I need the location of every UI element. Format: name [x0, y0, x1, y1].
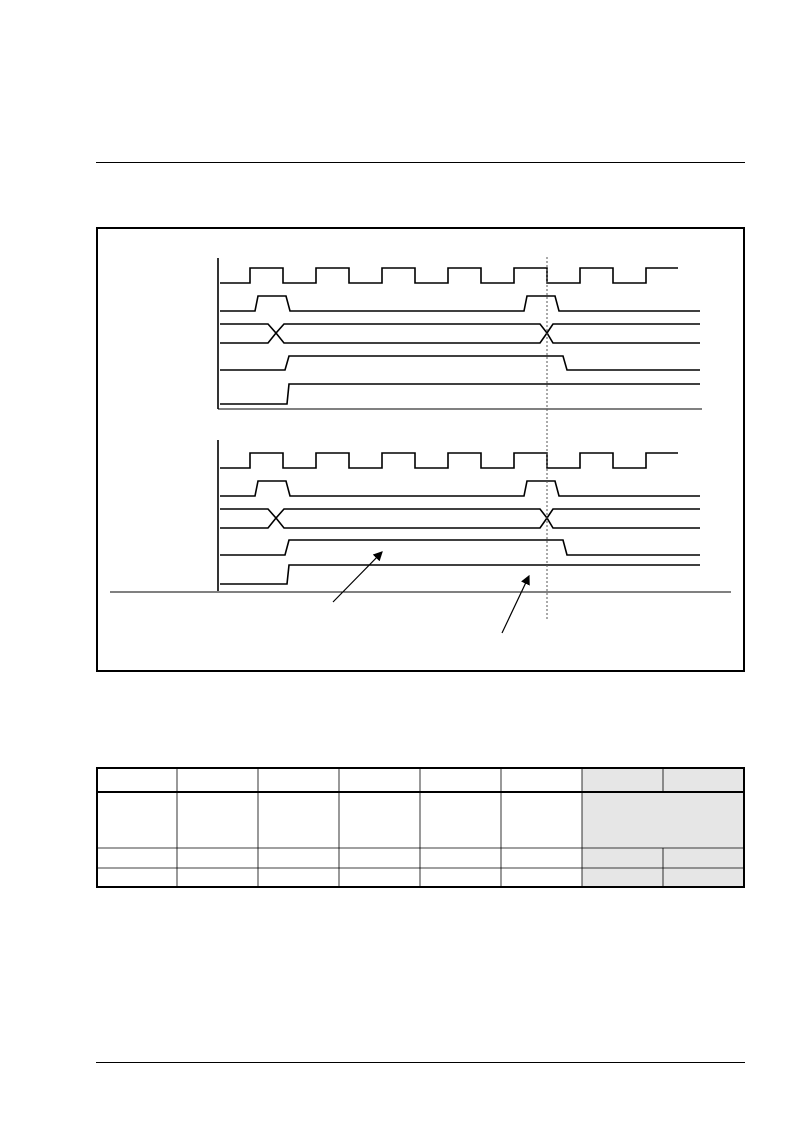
step-signal — [220, 564, 700, 585]
level-signal — [220, 355, 700, 371]
pulse-signal — [220, 295, 700, 312]
timing-panel-1 — [217, 258, 702, 410]
table-border — [96, 767, 745, 888]
column-separators — [176, 768, 664, 887]
bus-signal-upper — [220, 508, 700, 520]
spec-table — [96, 767, 745, 888]
timing-diagram — [110, 257, 731, 634]
top-rule — [96, 162, 745, 163]
bus-signal-lower — [220, 516, 700, 529]
timing-panel-2 — [217, 440, 700, 591]
bus-signal-upper — [220, 323, 700, 335]
bottom-rule — [96, 1062, 745, 1063]
annotation-arrow-1 — [332, 551, 383, 603]
clock-signal — [220, 267, 678, 284]
annotation-arrow-2 — [501, 574, 530, 634]
timing-diagram-frame — [96, 227, 745, 672]
clock-signal — [220, 452, 678, 469]
bus-signal-lower — [220, 331, 700, 344]
step-signal — [220, 383, 700, 405]
pulse-signal — [220, 480, 700, 497]
level-signal — [220, 539, 700, 556]
spec-table-grid — [96, 767, 745, 888]
